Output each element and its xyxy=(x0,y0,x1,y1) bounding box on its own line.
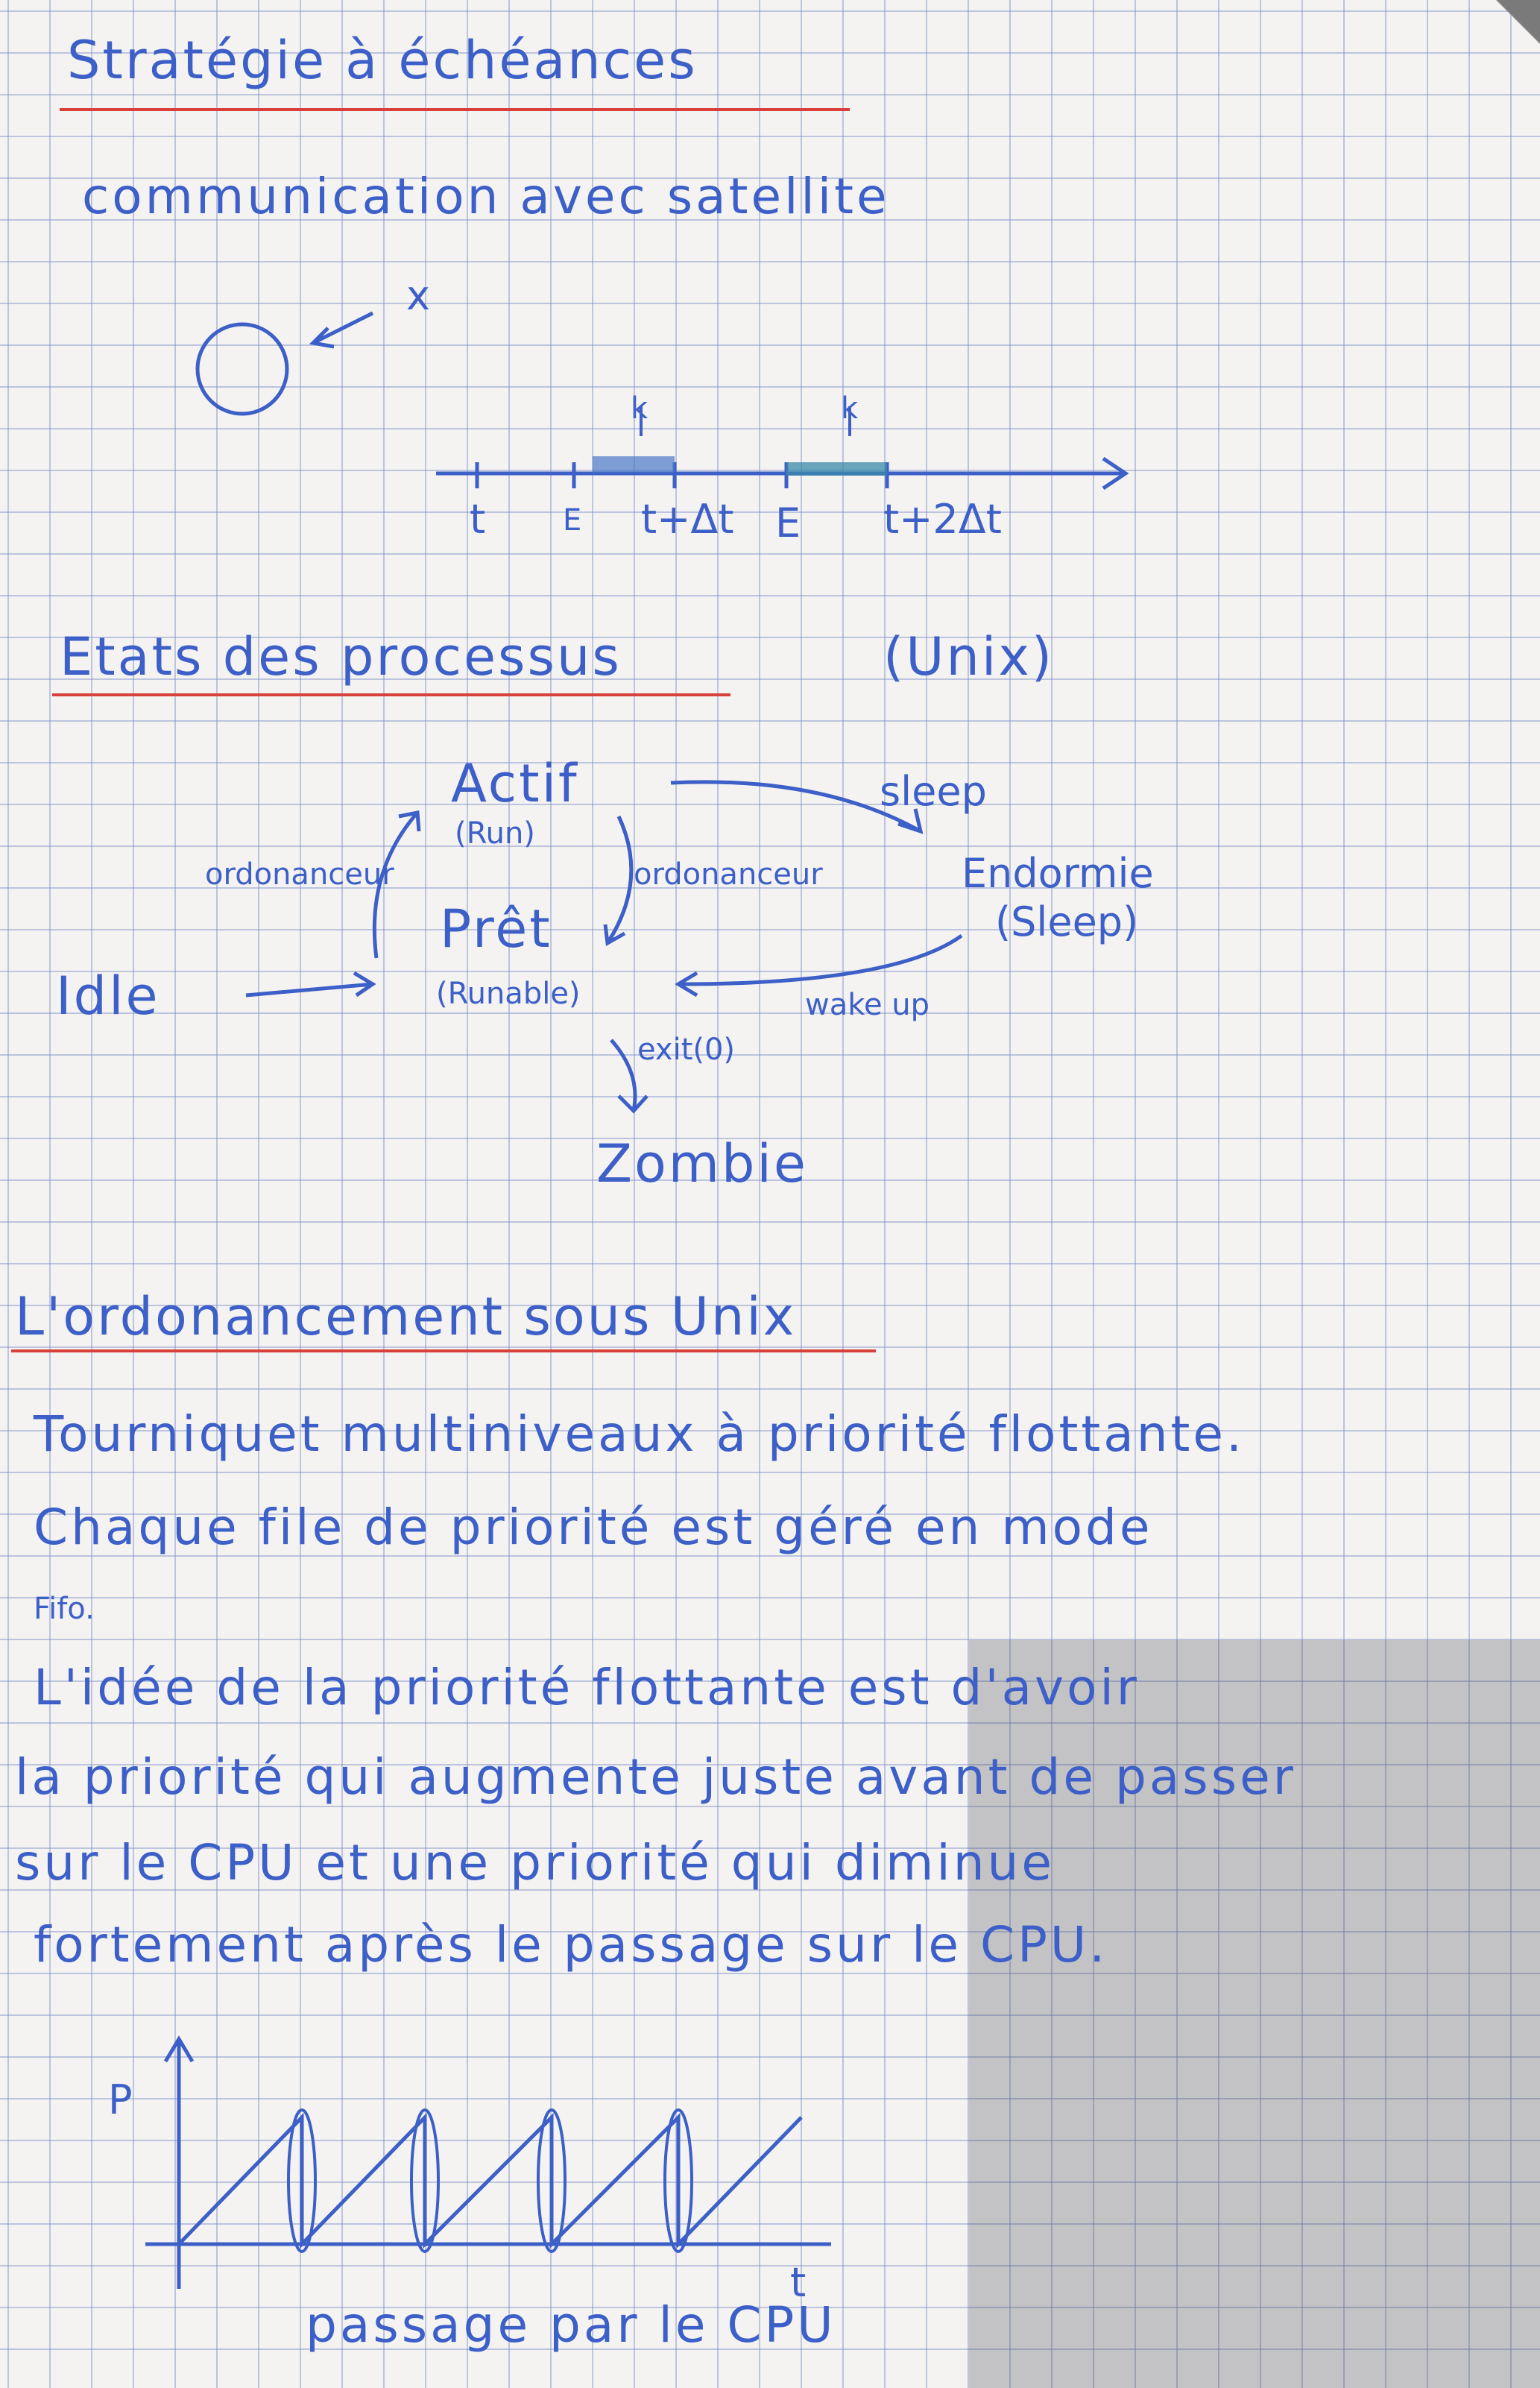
body-line-5: la priorité qui augmente juste avant de … xyxy=(15,1748,1296,1806)
state-zombie: Zombie xyxy=(596,1133,808,1194)
state-actif-sub: (Run) xyxy=(455,816,535,851)
cpu-passage-marker-4 xyxy=(663,2108,693,2253)
unix-note: (Unix) xyxy=(883,626,1055,687)
process-state-diagram xyxy=(245,780,963,1114)
arrow-exit xyxy=(610,1039,637,1112)
label-ordonanceur-mid: ordonanceur xyxy=(634,857,823,892)
state-idle: Idle xyxy=(56,965,160,1027)
timeline-label-t: t xyxy=(470,496,486,543)
state-pret-sub: (Runable) xyxy=(436,977,581,1011)
hatched-window-1 xyxy=(593,456,675,473)
label-ordonanceur-left: ordonanceur xyxy=(205,857,394,892)
priority-graph-xlabel: t xyxy=(790,2259,807,2306)
timeline-label-t-2dt: t+2Δt xyxy=(883,496,1002,543)
priority-sawtooth xyxy=(177,2112,803,2249)
body-line-1: Tourniquet multiniveaux à priorité flott… xyxy=(34,1405,1246,1463)
cpu-passage-marker-2 xyxy=(410,2108,440,2253)
arrow-sleep xyxy=(670,780,922,834)
state-endormie-sub: (Sleep) xyxy=(995,898,1139,945)
satellite-timeline-drawing xyxy=(195,311,1129,491)
body-line-3: Fifo. xyxy=(34,1592,95,1626)
section3-title: L'ordonancement sous Unix xyxy=(15,1286,797,1347)
state-actif: Actif xyxy=(451,753,579,814)
section1-title-underline xyxy=(60,108,850,111)
arrow-ordonanceur-mid xyxy=(605,815,634,945)
timeline-mark-2: k xyxy=(841,391,859,426)
page-corner-fold xyxy=(1495,0,1540,45)
body-line-2: Chaque file de priorité est géré en mode xyxy=(34,1499,1153,1556)
timeline-mark-1: k xyxy=(631,391,648,426)
timeline-label-e1: E xyxy=(563,503,582,538)
arrow-ordonanceur-left xyxy=(372,811,419,959)
section2-title: Etats des processus xyxy=(60,626,622,687)
state-endormie: Endormie xyxy=(962,850,1154,897)
cpu-passage-marker-3 xyxy=(537,2108,567,2253)
hatched-window-2 xyxy=(786,462,887,476)
priority-graph-ylabel: P xyxy=(108,2076,133,2123)
body-line-6: sur le CPU et une priorité qui diminue xyxy=(15,1834,1055,1891)
state-pret: Prêt xyxy=(440,898,552,960)
cpu-passage-marker-1 xyxy=(287,2108,317,2253)
arrow-idle xyxy=(245,982,373,998)
label-wake-up: wake up xyxy=(805,988,930,1022)
body-line-7: fortement après le passage sur le CPU. xyxy=(34,1916,1108,1973)
satellite-circle xyxy=(195,322,289,416)
label-sleep: sleep xyxy=(880,768,987,815)
timeline-label-t-dt: t+Δt xyxy=(641,496,734,543)
signal-arrow xyxy=(312,311,374,345)
section2-title-underline xyxy=(52,693,730,696)
section1-title: Stratégie à échéances xyxy=(67,30,698,91)
section1-subtitle: communication avec satellite xyxy=(82,168,890,225)
priority-graph-caption: passage par le CPU xyxy=(306,2296,836,2354)
timeline-label-e2: E xyxy=(775,500,801,546)
label-exit: exit(0) xyxy=(637,1033,736,1067)
cross-label: x xyxy=(406,272,430,319)
section3-title-underline xyxy=(11,1349,876,1352)
arrow-wake-up xyxy=(678,933,963,986)
body-line-4: L'idée de la priorité flottante est d'av… xyxy=(34,1659,1140,1716)
